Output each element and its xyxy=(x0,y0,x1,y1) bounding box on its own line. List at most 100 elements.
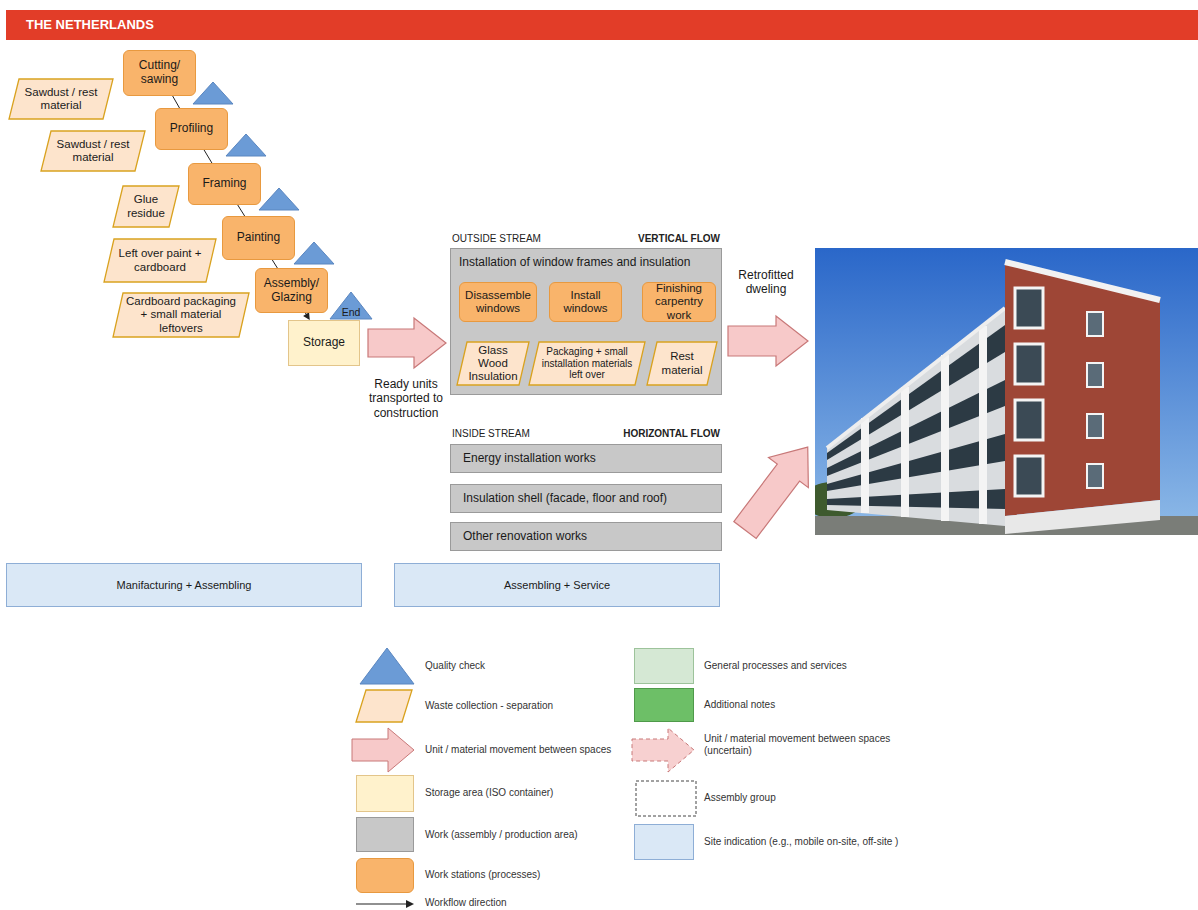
process-box: Painting xyxy=(222,216,295,260)
window xyxy=(1087,414,1103,438)
process-box: Install windows xyxy=(549,282,622,322)
waste-parallelogram: Left over paint + cardboard xyxy=(103,238,217,283)
node-text: Other renovation works xyxy=(463,530,587,544)
building-photo xyxy=(815,248,1198,535)
legend-workflow-line xyxy=(356,903,407,904)
movement-arrow xyxy=(368,318,446,368)
connector xyxy=(173,96,180,108)
process-box: Finishing carpentry work xyxy=(642,282,716,322)
legend-text: Work (assembly / production area) xyxy=(425,829,578,841)
stream-heading: OUTSIDE STREAM xyxy=(452,233,541,245)
stream-panel: OUTSIDE STREAMVERTICAL FLOWInstallation … xyxy=(450,248,722,395)
waste-parallelogram: Rest material xyxy=(646,341,718,386)
process-box: Cutting/ sawing xyxy=(123,50,196,96)
quality-check-symbol xyxy=(294,242,334,264)
window xyxy=(1015,344,1043,384)
parallelogram-shape xyxy=(457,342,529,385)
workflow-line xyxy=(238,205,245,216)
node-text: Sawdust / rest material xyxy=(21,86,101,112)
node-text: Left over paint + cardboard xyxy=(116,247,204,273)
legend-parallelogram xyxy=(356,690,412,722)
brick-facade xyxy=(1005,262,1160,516)
plinth xyxy=(1005,500,1160,534)
process-box: Disassemble windows xyxy=(459,282,537,322)
node-text: Assembly/ Glazing xyxy=(260,277,323,305)
edge-label: Ready units transported to construction xyxy=(362,377,450,420)
title-text: THE NETHERLANDS xyxy=(26,17,154,33)
legend-text: Unit / material movement between spaces xyxy=(425,744,611,756)
legend-text: Site indication (e.g., mobile on-site, o… xyxy=(704,836,898,848)
node-text: Assembling + Service xyxy=(504,579,610,592)
node-text: Profiling xyxy=(170,122,213,136)
connector xyxy=(238,205,245,216)
node-text: Finishing carpentry work xyxy=(647,282,711,322)
node-text: Disassemble windows xyxy=(464,289,532,315)
roof-edge xyxy=(827,308,1005,448)
legend-arrow xyxy=(352,728,414,772)
node-text: End xyxy=(342,306,361,318)
legend-text: Quality check xyxy=(425,660,485,672)
legend-swatch xyxy=(634,688,694,722)
parallelogram-shape xyxy=(104,239,216,282)
pillar xyxy=(941,355,949,521)
parallelogram-shape xyxy=(113,186,179,227)
node-text: Rest material xyxy=(659,350,705,376)
node-text: Storage xyxy=(303,336,345,350)
movement-arrow xyxy=(728,316,808,366)
legend-text: Workflow direction xyxy=(425,897,507,909)
title-bar xyxy=(6,10,1198,40)
legend-text: Assembly group xyxy=(704,792,776,804)
workflow-line xyxy=(204,150,212,163)
node-text: Glass Wood Insulation xyxy=(468,344,517,384)
parallelogram-shape xyxy=(647,342,717,385)
flow-heading: VERTICAL FLOW xyxy=(638,233,720,245)
site-band: Assembling + Service xyxy=(394,563,720,607)
connector xyxy=(204,150,212,163)
legend-text: Work stations (processes) xyxy=(425,869,540,881)
node-text: Energy installation works xyxy=(463,452,596,466)
node-text: Glue residue xyxy=(125,193,167,219)
legend-text: Additional notes xyxy=(704,699,775,711)
movement-arrow-shape xyxy=(725,432,828,545)
process-box: Profiling xyxy=(155,108,228,150)
window xyxy=(1087,312,1103,336)
parallelogram-shape xyxy=(113,293,249,337)
waste-parallelogram: Cardboard packaging + small material lef… xyxy=(112,292,250,338)
waste-parallelogram: Glue residue xyxy=(112,185,180,228)
node-text: Cutting/ sawing xyxy=(128,59,191,87)
text-label: INSIDE STREAM xyxy=(452,428,592,440)
balcony-band xyxy=(827,489,1005,509)
pillar xyxy=(901,387,909,517)
pillar xyxy=(861,418,869,513)
text-label: HORIZONTAL FLOW xyxy=(560,428,720,440)
balcony-band xyxy=(827,434,1005,491)
legend-text: General processes and services xyxy=(704,660,847,672)
work-box: Energy installation works xyxy=(450,444,722,473)
quality-check-symbol xyxy=(193,82,233,104)
legend-swatch xyxy=(356,858,414,893)
work-box: Insulation shell (facade, floor and roof… xyxy=(450,484,722,513)
window xyxy=(1015,288,1043,328)
node-text: Cardboard packaging + small material lef… xyxy=(125,295,237,335)
pillar xyxy=(979,326,987,524)
legend-arrowhead xyxy=(406,900,414,908)
node-text: Sawdust / rest material xyxy=(53,138,133,164)
legend-triangle xyxy=(360,648,414,684)
quality-check-symbol xyxy=(259,188,299,210)
movement-arrow xyxy=(725,432,828,545)
process-box: Framing xyxy=(188,163,261,205)
legend-text: Unit / material movement between spaces … xyxy=(704,733,914,757)
waste-parallelogram: Packaging + small installation materials… xyxy=(528,341,646,386)
window xyxy=(1087,363,1103,387)
arrow-head xyxy=(303,312,310,320)
node-text: Insulation shell (facade, floor and roof… xyxy=(463,492,667,506)
legend-dashed-rect xyxy=(636,781,696,816)
legend-dashed-arrow xyxy=(632,728,694,772)
legend-swatch xyxy=(634,824,694,860)
parallelogram-shape xyxy=(41,131,145,171)
window xyxy=(1087,464,1103,488)
node-text: Framing xyxy=(202,177,246,191)
legend-text: Waste collection - separation xyxy=(425,700,553,712)
legend-swatch xyxy=(356,775,414,812)
